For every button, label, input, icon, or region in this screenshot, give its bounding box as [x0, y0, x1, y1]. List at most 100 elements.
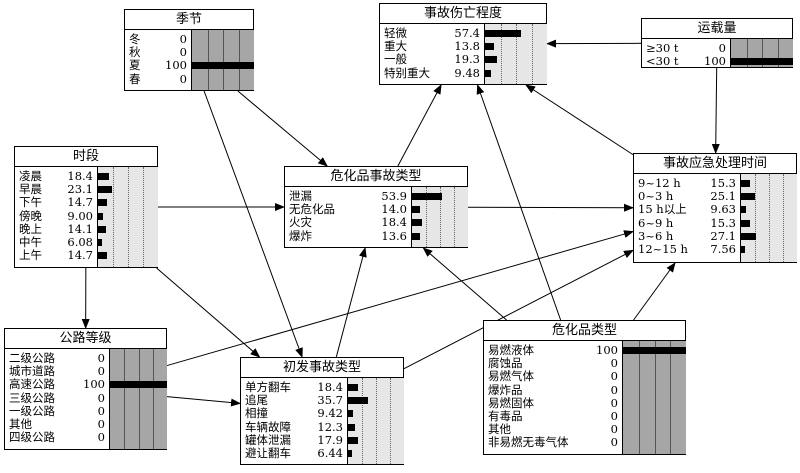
state-probability: 9.63: [710, 202, 736, 217]
gridline: [143, 167, 144, 267]
state-probability: 25.1: [710, 189, 736, 204]
state-probability: 14.7: [67, 195, 93, 210]
state-probability: 19.3: [454, 52, 480, 67]
state-label: 一般: [384, 52, 407, 67]
state-label: 单方翻车: [245, 380, 291, 394]
node-title: 季节: [125, 10, 253, 30]
state-label: 晚上: [19, 221, 42, 236]
edge-hazmat-type-to-severity: [476, 84, 562, 321]
state-label: 0~3 h: [638, 189, 674, 204]
probability-bar: [741, 219, 750, 227]
state-row[interactable]: 罐体泄漏 17.9: [241, 432, 347, 447]
probability-bar: [485, 43, 494, 51]
state-label: 春: [129, 71, 141, 86]
edge-hazmat-type-to-hazmat-accident: [422, 247, 507, 321]
probability-bar: [348, 450, 352, 457]
state-row[interactable]: 一般 19.3: [380, 53, 484, 66]
probability-bar-panel: [484, 24, 547, 84]
gridline: [207, 30, 209, 90]
gridline: [376, 378, 377, 464]
edge-hazmat-accident-to-severity: [397, 84, 442, 167]
probability-bar-panel: [730, 39, 793, 67]
gridline: [440, 187, 441, 247]
node-title: 事故伤亡程度: [380, 4, 546, 24]
state-probability: 6.44: [317, 446, 343, 460]
probability-bar: [741, 232, 757, 240]
probability-bar-panel: [411, 187, 468, 247]
gridline: [362, 378, 363, 464]
state-probability: 0: [97, 430, 105, 445]
state-probability: 0: [718, 41, 726, 55]
state-probability: 17.9: [317, 432, 343, 447]
gridline: [113, 167, 114, 267]
probability-bar-panel: [191, 30, 254, 90]
gridline: [426, 187, 427, 247]
state-label: 二级公路: [9, 351, 55, 365]
state-row[interactable]: 0~3 h 25.1: [634, 189, 740, 204]
state-probability: 57.4: [454, 26, 480, 40]
state-label: 罐体泄漏: [245, 432, 291, 447]
state-label: 特别重大: [384, 65, 430, 80]
gridline: [762, 39, 763, 67]
state-probability: 15.3: [710, 176, 736, 190]
edge-period-to-initial: [156, 267, 261, 358]
probability-bar: [485, 56, 497, 64]
edge-road-to-initial: [166, 396, 241, 407]
state-label: 一级公路: [9, 403, 55, 418]
